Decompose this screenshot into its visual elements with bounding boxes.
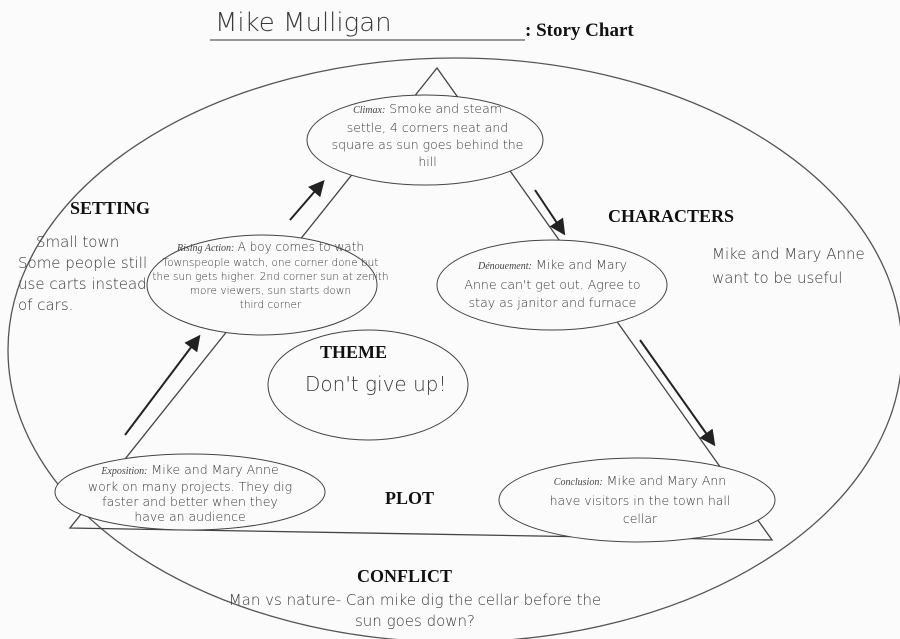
denouement-line: Mike and Mary: [535, 257, 628, 272]
rising-action-label: Rising Action:: [177, 243, 235, 254]
arrow-icon: [534, 189, 566, 236]
chart-label: : Story Chart: [525, 20, 634, 41]
rising-action-ellipse: [146, 234, 378, 336]
theme-text: Don't give up!: [305, 372, 447, 396]
denouement-label: Dénouement:: [477, 261, 532, 272]
climax-line: square as sun goes behind the: [331, 137, 524, 152]
characters-heading: CHARACTERS: [608, 206, 735, 226]
climax-text: Climax: Smoke and steam settle, 4 corner…: [310, 100, 545, 170]
setting-line: Some people still: [18, 254, 148, 272]
exposition-line: work on many projects. They dig: [87, 479, 293, 494]
conflict-text: Man vs nature- Can mike dig the cellar b…: [170, 590, 660, 632]
exposition-ellipse: [54, 453, 326, 531]
plot-heading: PLOT: [385, 488, 435, 508]
setting-text: Small town Some people still use carts i…: [18, 232, 147, 316]
conclusion-ellipse: [498, 457, 776, 543]
conclusion-line: cellar: [622, 511, 658, 526]
setting-line: Small town: [36, 233, 120, 251]
denouement-ellipse: [436, 239, 668, 331]
rising-action-line: Townspeople watch, one corner done but: [162, 257, 379, 269]
conflict-line: Man vs nature- Can mike dig the cellar b…: [228, 591, 602, 609]
denouement-line: stay as janitor and furnace: [468, 295, 637, 310]
conclusion-line: Mike and Mary Ann: [606, 473, 727, 488]
exposition-line: faster and better when they: [102, 494, 278, 509]
theme-heading: THEME: [320, 342, 388, 362]
exposition-line: Mike and Mary Anne: [151, 462, 279, 477]
characters-text: Mike and Mary Anne want to be useful: [712, 242, 865, 290]
denouement-text: Dénouement: Mike and Mary Anne can't get…: [440, 256, 665, 312]
characters-line: Mike and Mary Anne: [712, 245, 865, 263]
rising-action-line: more viewers, sun starts down: [189, 285, 352, 297]
climax-ellipse: [306, 94, 544, 186]
conflict-line: sun goes down?: [354, 612, 476, 630]
exposition-text: Exposition: Mike and Mary Anne work on m…: [60, 462, 320, 524]
rising-action-line: A boy comes to wath: [237, 240, 364, 254]
exposition-label: Exposition:: [101, 466, 148, 477]
theme-ellipse: [267, 329, 469, 441]
conclusion-line: have visitors in the town hall: [549, 493, 731, 508]
arrow-icon: [289, 179, 325, 221]
setting-heading: SETTING: [70, 198, 151, 218]
denouement-line: Anne can't get out. Agree to: [464, 277, 641, 292]
conclusion-text: Conclusion: Mike and Mary Ann have visit…: [510, 472, 770, 528]
conflict-heading: CONFLICT: [357, 566, 453, 586]
climax-line: settle, 4 corners neat and: [346, 120, 509, 135]
story-title: Mike Mulligan: [215, 8, 392, 38]
arrow-icon: [124, 334, 201, 436]
rising-action-text: Rising Action: A boy comes to wath Towns…: [148, 240, 393, 312]
conclusion-label: Conclusion:: [553, 477, 603, 488]
setting-line: of cars.: [18, 296, 74, 314]
characters-line: want to be useful: [712, 269, 843, 287]
climax-line: Smoke and steam: [389, 101, 502, 116]
outer-ellipse: [7, 57, 900, 639]
rising-action-line: third corner: [239, 299, 302, 311]
exposition-line: have an audience: [134, 509, 246, 524]
rising-action-line: the sun gets higher. 2nd corner sun at z…: [152, 271, 389, 283]
setting-line: use carts instead: [18, 275, 147, 293]
climax-line: hill: [418, 154, 437, 169]
arrow-icon: [639, 339, 716, 447]
climax-label: Climax:: [353, 105, 386, 116]
